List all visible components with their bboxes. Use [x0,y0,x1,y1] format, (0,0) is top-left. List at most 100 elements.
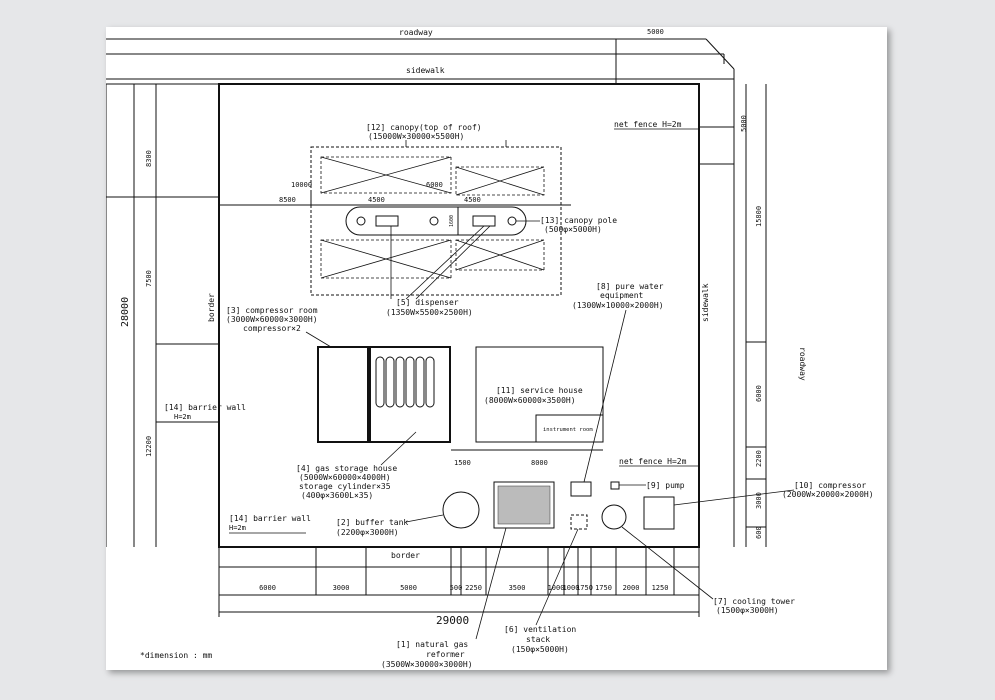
dispenser-label: [5] dispenser [396,298,459,307]
canopy-pole-dims: (500φ×5000H) [544,225,602,234]
ventilation-dims: (150φ×5000H) [511,645,569,654]
ventilation-label-1: [6] ventilation [504,625,576,634]
bottom-dim-label: 5000 [400,584,417,592]
bottom-dim-label: 1000 [563,584,580,592]
canopy-title: [12] canopy(top of roof) [366,123,482,132]
pure-water-label-1: [8] pure water [596,282,664,291]
bottom-dim-label: 1000 [548,584,565,592]
gas-storage-label-3: storage cylinder×35 [299,482,391,491]
dim-left-28000: 28000 [120,297,131,327]
reformer-fill [497,485,551,525]
drawing-sheet: roadway sidewalk 5000 sidewalk roadway 8… [106,27,887,670]
dispenser-2 [472,215,496,227]
cooling-tower-label: [7] cooling tower [713,597,795,606]
dim-1500: 1500 [454,459,471,467]
buffer-tank [442,491,480,529]
storage-cylinders [375,356,435,408]
sidewalk-top-label: sidewalk [406,66,445,75]
road-lines [106,38,767,547]
buffer-tank-dims: (2200φ×3000H) [336,528,399,537]
net-fence-top-label: net fence H=2m [614,120,682,129]
cooling-tower [601,504,627,530]
pure-water-dims: (1300W×10000×2000H) [572,301,664,310]
dim-8000: 8000 [531,459,548,467]
service-house-label: [11] service house [496,386,583,395]
instrument-room [535,414,604,443]
bottom-dim-label: 3500 [509,584,526,592]
bottom-dim-label: 2250 [465,584,482,592]
reformer-label-2: reformer [426,650,465,659]
canopy-pole-2 [429,216,439,226]
cooling-tower-dims: (1500φ×3000H) [716,606,779,615]
bottom-dim-label: 6000 [259,584,276,592]
service-house-dims: (8000W×60000×3500H) [484,396,576,405]
pump-label: [9] pump [646,481,685,490]
pump [610,481,620,490]
dim-canopy-1600: 1600 [449,215,455,227]
canopy-panels [320,156,545,279]
dim-left-8300: 8300 [145,150,153,167]
dim-left-12200: 12200 [145,436,153,457]
barrier-wall-1-label: [14] barrier wall [164,403,246,412]
bottom-dim-label: 1250 [652,584,669,592]
canopy-pole-3 [507,216,517,226]
gas-storage-label-1: [4] gas storage house [296,464,397,473]
barrier-wall-2-label: [14] barrier wall [229,514,311,523]
natural-gas-reformer [493,481,555,529]
ventilation-stack [570,514,588,530]
dim-canopy-4500b: 4500 [464,196,481,204]
dim-left-7500: 7500 [145,270,153,287]
dispenser-island [345,206,527,236]
dim-total-29000: 29000 [436,614,469,627]
pure-water-equipment [570,481,592,497]
bottom-dim-label: 1750 [595,584,612,592]
dim-canopy-6000: 6000 [426,181,443,189]
canopy-dims: (15000W×30000×5500H) [368,132,464,141]
buffer-tank-label: [2] buffer tank [336,518,408,527]
gas-storage-label-2: (5000W×60000×4000H) [299,473,391,482]
bottom-dim-label: 1750 [576,584,593,592]
dispenser-dims: (1350W×5500×2500H) [386,308,473,317]
compressor-unit [643,496,675,530]
compressor-dims: (2000W×20000×2000H) [782,490,874,499]
reformer-dims: (3500W×30000×3000H) [381,660,473,669]
dim-right-600: 600 [755,526,763,539]
canopy-pole-1 [356,216,366,226]
barrier-wall-2-height: H=2m [229,524,246,532]
compressor-room-dims: (3000W×60000×3000H) [226,315,318,324]
dim-right-2200: 2200 [755,450,763,467]
bottom-dim-label: 500 [450,584,463,592]
barrier-wall-1-height: H=2m [174,413,191,421]
bottom-dim-label: 3000 [333,584,350,592]
compressor-room [317,346,369,443]
dispenser-1 [375,215,399,227]
dim-right-6000: 6000 [755,385,763,402]
compressor-room-note: compressor×2 [243,324,301,333]
net-fence-mid-label: net fence H=2m [619,457,687,466]
compressor-label: [10] compressor [794,481,866,490]
dim-right-3000: 3000 [755,492,763,509]
sidewalk-right-label: sidewalk [701,283,710,322]
instrument-room-label: instrument room [543,427,593,433]
roadway-top-label: roadway [399,28,433,37]
ventilation-label-2: stack [526,635,550,644]
dim-right-15800: 15800 [755,206,763,227]
dim-canopy-4500a: 4500 [368,196,385,204]
bottom-dim-label: 2000 [623,584,640,592]
pure-water-label-2: equipment [600,291,644,300]
border-left-label: border [207,293,216,322]
dim-canopy-10000: 10000 [291,181,312,189]
dimension-unit-note: *dimension : mm [140,651,212,660]
canopy-outline [310,146,562,296]
border-bottom-label: border [391,551,420,560]
reformer-label-1: [1] natural gas [396,640,468,649]
gas-storage-house [369,346,451,443]
roadway-right-label: roadway [798,347,807,381]
gas-storage-label-4: (400φ×3600L×35) [301,491,373,500]
canopy-pole-label: [13] canopy pole [540,216,617,225]
site-plan: roadway sidewalk 5000 sidewalk roadway 8… [106,28,874,669]
dim-canopy-8500: 8500 [279,196,296,204]
dim-top-5000: 5000 [647,28,664,36]
dim-right-5000: 5000 [740,115,748,132]
